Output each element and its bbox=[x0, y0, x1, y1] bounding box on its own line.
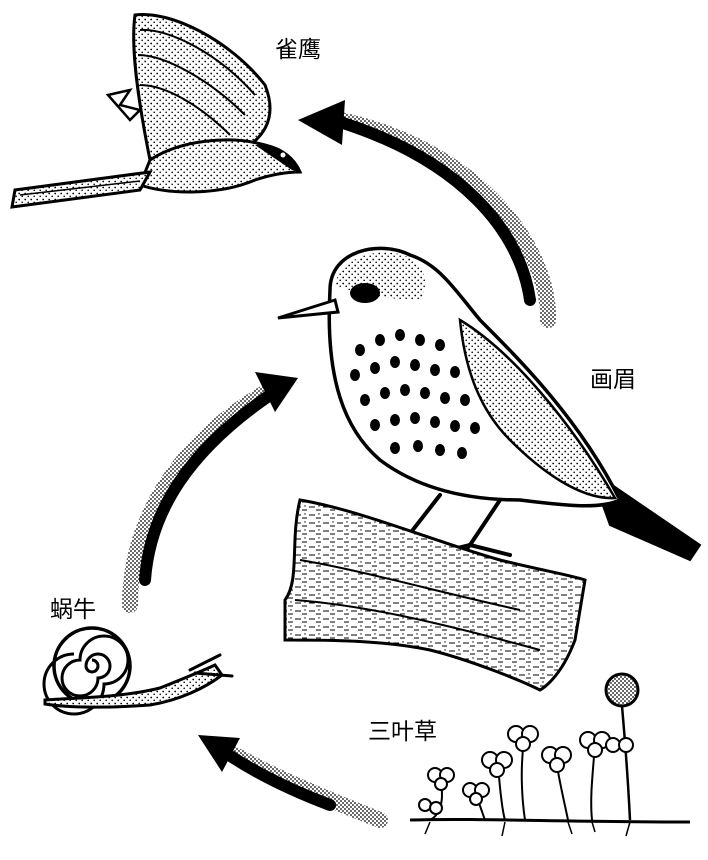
sparrowhawk-illustration bbox=[12, 14, 300, 207]
arrow-snail-to-thrush bbox=[130, 372, 298, 605]
clover-illustration bbox=[410, 674, 690, 836]
label-thrush: 画眉 bbox=[590, 360, 636, 394]
label-snail: 蜗牛 bbox=[50, 590, 96, 624]
label-clover: 三叶草 bbox=[368, 712, 437, 746]
arrow-clover-to-snail bbox=[198, 735, 380, 820]
clover-leaves bbox=[419, 726, 633, 814]
label-sparrowhawk: 雀鹰 bbox=[275, 30, 321, 64]
hawk-tail bbox=[12, 172, 150, 207]
snail-illustration bbox=[44, 628, 232, 714]
branch-illustration bbox=[285, 500, 585, 690]
